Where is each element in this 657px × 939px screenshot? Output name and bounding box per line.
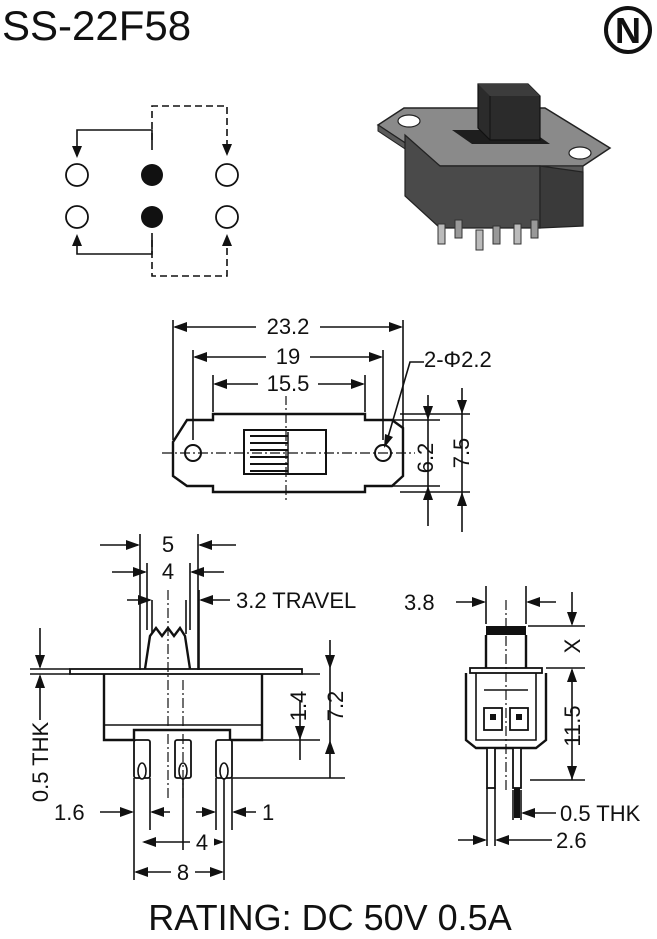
dim-mount-pitch: 19 xyxy=(276,344,300,369)
dim-actuator-width: 3.8 xyxy=(404,590,435,615)
product-illustration xyxy=(376,83,612,251)
dim-pin-span: 8 xyxy=(177,860,189,885)
dim-body-width: 6.2 xyxy=(413,443,438,474)
dim-flange-width: 7.5 xyxy=(449,438,474,469)
dim-overall-length: 23.2 xyxy=(267,314,310,339)
rating-label: RATING: DC 50V 0.5A xyxy=(148,897,511,938)
dim-pin-gap: 1 xyxy=(262,800,274,825)
dim-travel: 3.2 TRAVEL xyxy=(236,588,356,613)
dim-plate-thickness-side: 0.5 THK xyxy=(28,722,53,803)
dim-x: X xyxy=(560,638,585,653)
brand-logo-letter: N xyxy=(615,10,641,51)
terminal-open-icon xyxy=(65,163,89,187)
terminal-common-icon xyxy=(141,164,163,186)
dim-knob-outer: 5 xyxy=(162,532,174,557)
top-view: 23.2 19 15.5 2-Φ2.2 6.2 7.5 xyxy=(162,312,492,532)
terminal-common-icon xyxy=(141,206,163,228)
terminal-open-icon xyxy=(215,163,239,187)
dim-knob-inner: 4 xyxy=(162,559,174,584)
dim-plate-thickness-end: 0.5 THK xyxy=(560,801,641,826)
circuit-schematic xyxy=(65,105,239,277)
dim-total-height: 7.2 xyxy=(323,691,348,722)
dim-body-length: 15.5 xyxy=(267,371,310,396)
dim-pin-spacing: 2.6 xyxy=(556,828,587,853)
side-view: 5 4 3.2 TRAVEL 0.5 THK 1.4 7.2 xyxy=(28,532,356,885)
model-title: SS-22F58 xyxy=(2,2,191,49)
dim-hole-callout: 2-Φ2.2 xyxy=(424,347,492,372)
terminal-open-icon xyxy=(65,205,89,229)
terminal-open-icon xyxy=(215,205,239,229)
dim-pin-pitch: 4 xyxy=(196,830,208,855)
dim-end-height: 11.5 xyxy=(560,705,585,746)
dim-pin-width: 1.6 xyxy=(54,800,85,825)
dim-frame-height: 1.4 xyxy=(286,691,311,722)
brand-logo: N xyxy=(604,6,652,54)
end-view: 3.8 X 11.5 0.5 THK 2.6 xyxy=(404,586,641,853)
